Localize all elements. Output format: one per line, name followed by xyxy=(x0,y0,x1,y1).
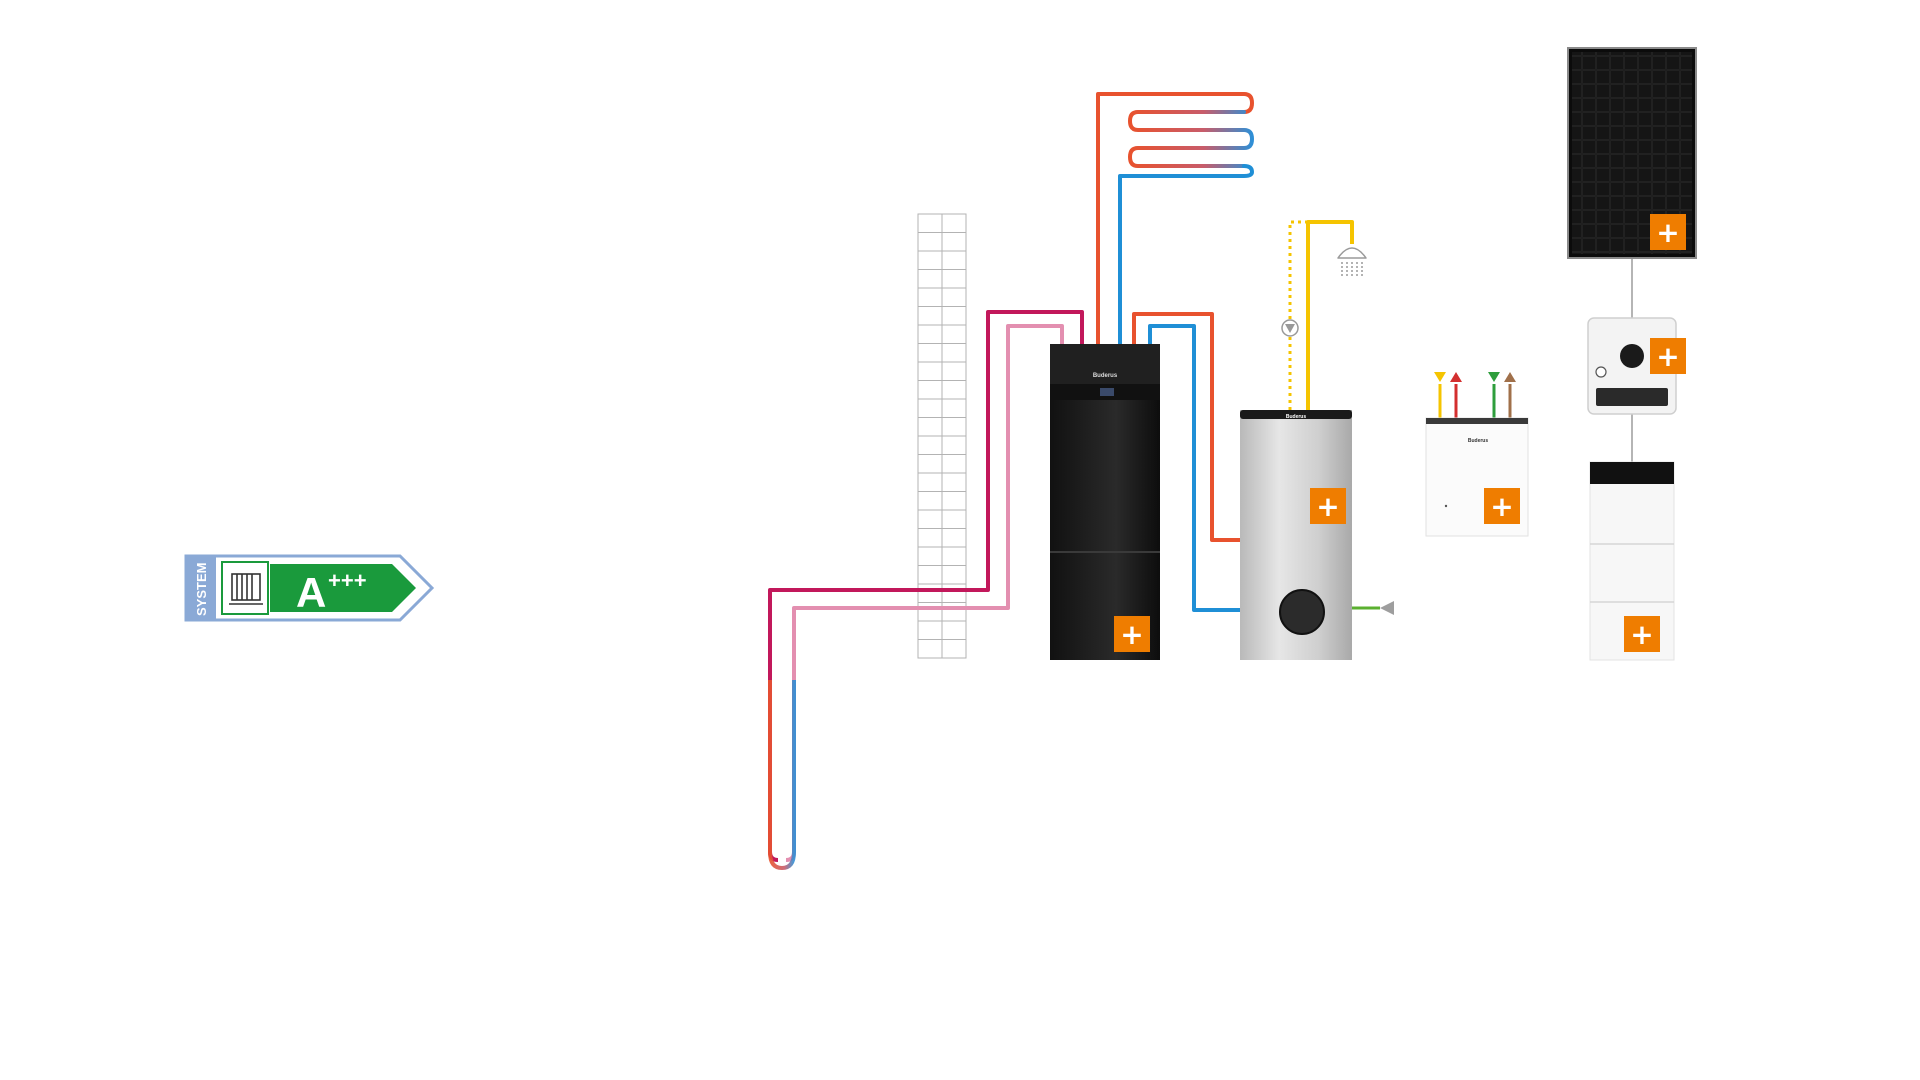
brick xyxy=(917,250,943,270)
heating-return-pipe xyxy=(1118,164,1254,346)
brick xyxy=(917,343,943,363)
dhw-pipes xyxy=(1281,220,1394,615)
brick xyxy=(917,361,943,381)
brick xyxy=(941,417,967,437)
brick xyxy=(917,509,943,529)
brick xyxy=(941,306,967,326)
brick xyxy=(941,213,967,233)
add-heat-pump-button[interactable]: + xyxy=(1114,616,1150,652)
ventilation-connection-pipes xyxy=(1434,372,1516,420)
add-ventilation-unit-button[interactable]: + xyxy=(1484,488,1520,524)
energy-label-rating-letter: A xyxy=(296,569,326,616)
heat-pump-display xyxy=(1100,388,1114,396)
energy-label-rating-plus: +++ xyxy=(328,568,367,593)
add-heat-pump-label: + xyxy=(1120,618,1143,651)
brick xyxy=(941,583,967,603)
heat-pump-unit: Buderus xyxy=(1050,344,1160,660)
brick xyxy=(917,398,943,418)
brick xyxy=(941,454,967,474)
brick xyxy=(941,250,967,270)
add-battery-storage-button[interactable]: + xyxy=(1624,616,1660,652)
energy-label-side-text: SYSTEM xyxy=(194,563,209,616)
tank-return-pipe xyxy=(1148,324,1240,612)
tank-flow-pipe xyxy=(1132,312,1240,542)
hot-water-tank: Buderus xyxy=(1240,410,1352,660)
brick xyxy=(941,565,967,585)
ventilation-brand-text: Buderus xyxy=(1468,438,1489,444)
ground-probe-loop xyxy=(768,680,796,870)
brick xyxy=(941,509,967,529)
brick xyxy=(917,546,943,566)
brick xyxy=(941,269,967,289)
brick xyxy=(917,639,943,659)
energy-label-side-band xyxy=(186,556,216,620)
brick xyxy=(917,213,943,233)
brick xyxy=(917,602,943,622)
add-battery-storage-label: + xyxy=(1630,618,1653,651)
shower-icon xyxy=(1337,247,1367,278)
add-inverter-button[interactable]: + xyxy=(1650,338,1686,374)
brick xyxy=(941,620,967,640)
brick xyxy=(917,306,943,326)
inverter-display-knob xyxy=(1620,344,1644,368)
add-hot-water-tank-button[interactable]: + xyxy=(1310,488,1346,524)
brick xyxy=(917,565,943,585)
add-solar-panel-label: + xyxy=(1656,216,1679,249)
add-ventilation-unit-label: + xyxy=(1490,490,1513,523)
brick xyxy=(941,639,967,659)
brick xyxy=(917,620,943,640)
hot-water-outlet-pipe xyxy=(1306,220,1354,410)
brick xyxy=(941,435,967,455)
brick xyxy=(917,435,943,455)
add-solar-panel-button[interactable]: + xyxy=(1650,214,1686,250)
brick xyxy=(917,269,943,289)
brick xyxy=(941,398,967,418)
brick xyxy=(917,472,943,492)
brick xyxy=(941,491,967,511)
tank-charging-pipes xyxy=(1132,312,1240,612)
brick xyxy=(941,232,967,252)
energy-label-arrow xyxy=(270,564,416,612)
brick xyxy=(941,602,967,622)
energy-label: SYSTEM A +++ xyxy=(184,554,435,622)
brick xyxy=(941,343,967,363)
heating-circuit-pipes xyxy=(1096,92,1254,346)
ground-loop-pipes xyxy=(768,310,1084,870)
brick xyxy=(917,287,943,307)
brick xyxy=(917,232,943,252)
brick xyxy=(917,583,943,603)
tank-inspection-port xyxy=(1279,589,1325,635)
brick xyxy=(917,380,943,400)
tank-brand-text: Buderus xyxy=(1286,414,1307,420)
circulation-pump-icon xyxy=(1281,319,1299,337)
brick xyxy=(941,361,967,381)
brick xyxy=(917,417,943,437)
brick xyxy=(917,324,943,344)
circulation-pipe xyxy=(1288,220,1308,410)
brick xyxy=(917,491,943,511)
brick xyxy=(941,546,967,566)
floor-heating-coil xyxy=(1128,110,1254,168)
brick xyxy=(917,454,943,474)
brick xyxy=(941,472,967,492)
brick xyxy=(941,380,967,400)
heat-pump-brand-text: Buderus xyxy=(1093,373,1118,379)
brick xyxy=(941,324,967,344)
add-inverter-label: + xyxy=(1656,340,1679,373)
heating-flow-pipe xyxy=(1096,92,1254,346)
cold-water-inlet-arrow xyxy=(1380,601,1394,615)
radiator-icon xyxy=(229,573,263,605)
brick xyxy=(917,528,943,548)
brick xyxy=(941,528,967,548)
add-hot-water-tank-label: + xyxy=(1316,490,1339,523)
brick xyxy=(941,287,967,307)
